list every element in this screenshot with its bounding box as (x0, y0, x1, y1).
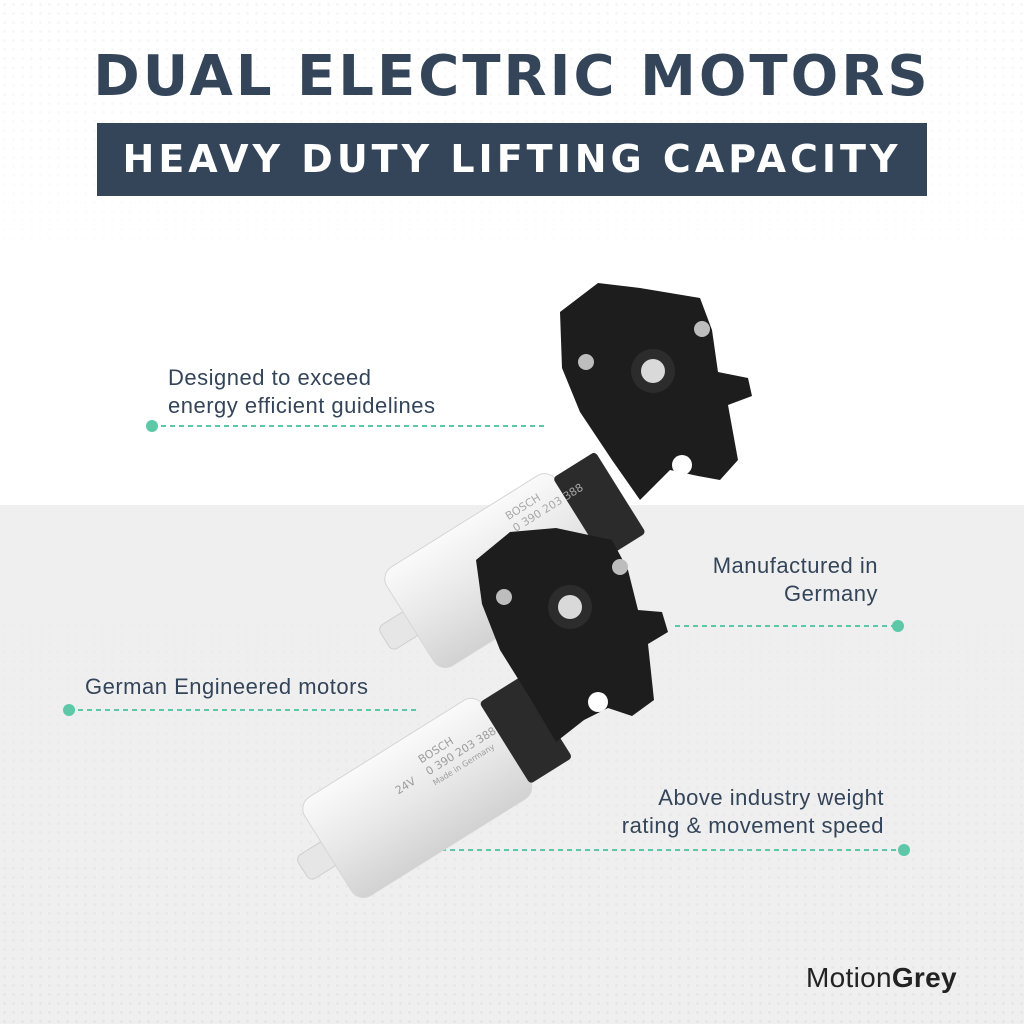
callout-efficiency-line1: Designed to exceed (168, 365, 372, 390)
callout-germany-line1: Manufactured in (712, 553, 878, 578)
brand-name-bold: Grey (891, 962, 957, 993)
teal-dot-icon (898, 844, 910, 856)
callout-rating: Above industry weight rating & movement … (540, 784, 884, 840)
callout-efficiency-line2: energy efficient guidelines (168, 393, 436, 418)
callout-germany-line2: Germany (784, 581, 878, 606)
callout-efficiency: Designed to exceed energy efficient guid… (168, 364, 436, 420)
brand-name-regular: Motion (806, 962, 892, 993)
page-subtitle: HEAVY DUTY LIFTING CAPACITY (122, 137, 902, 181)
motor-lower: BOSCH 0 390 203 388 24V Made in Germany (297, 528, 668, 898)
teal-dot-icon (146, 420, 158, 432)
callout-engineered-text: German Engineered motors (85, 674, 369, 699)
callout-rating-line1: Above industry weight (658, 785, 884, 810)
teal-dot-icon (892, 620, 904, 632)
background-top (0, 0, 1024, 505)
brand-logo: MotionGrey (806, 962, 957, 994)
page-title: DUAL ELECTRIC MOTORS (93, 44, 931, 109)
callout-engineered: German Engineered motors (85, 673, 368, 701)
callout-rating-line2: rating & movement speed (621, 813, 884, 838)
teal-dot-icon (63, 704, 75, 716)
subtitle-banner: HEAVY DUTY LIFTING CAPACITY (97, 123, 927, 196)
callout-germany: Manufactured in Germany (620, 552, 878, 608)
